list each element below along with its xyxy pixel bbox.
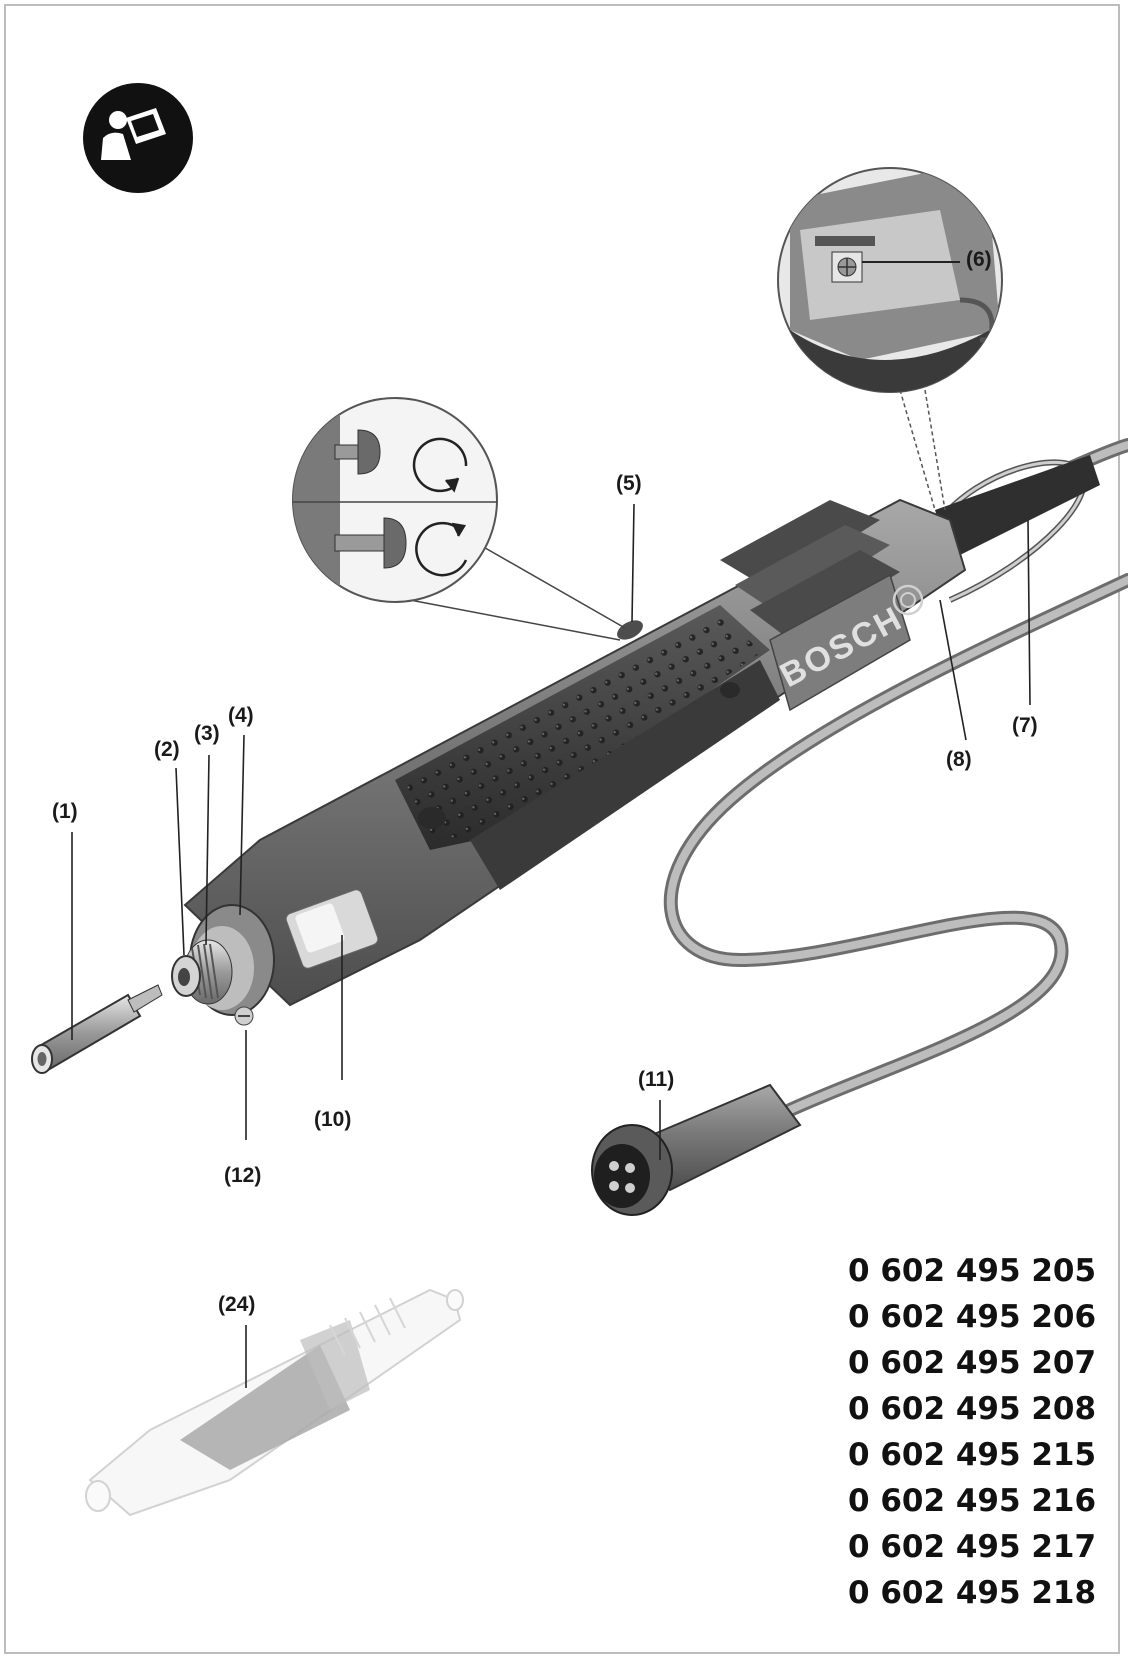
rear-detail-inset <box>777 167 1003 511</box>
callout-3: (3) <box>194 722 220 745</box>
callout-8: (8) <box>946 748 972 771</box>
callout-7: (7) <box>1012 714 1038 737</box>
part-number: 0 602 495 216 <box>848 1483 1097 1519</box>
part-number: 0 602 495 208 <box>848 1391 1097 1427</box>
callout-11: (11) <box>638 1068 675 1091</box>
cable-strain-relief <box>935 455 1100 560</box>
part-number: 0 602 495 207 <box>848 1345 1097 1381</box>
callout-24: (24) <box>218 1293 256 1316</box>
callout-leader-lines <box>71 503 1031 1388</box>
socket-bit <box>31 984 163 1074</box>
callout-4: (4) <box>228 704 254 727</box>
callout-12: (12) <box>224 1164 262 1187</box>
rear-ribs <box>720 500 900 640</box>
tool-with-protective-cover <box>85 1288 464 1517</box>
part-number: 0 602 495 206 <box>848 1299 1097 1335</box>
rotation-detail-inset <box>292 397 626 641</box>
part-number: 0 602 495 205 <box>848 1253 1097 1289</box>
part-number-list: 0 602 495 205 0 602 495 206 0 602 495 20… <box>848 1248 1118 1616</box>
callout-5: (5) <box>616 472 642 495</box>
callout-2: (2) <box>154 738 180 761</box>
plug-connector <box>591 1083 802 1216</box>
callout-1: (1) <box>52 800 78 823</box>
part-number: 0 602 495 215 <box>848 1437 1097 1473</box>
part-number: 0 602 495 218 <box>848 1575 1097 1611</box>
part-number: 0 602 495 217 <box>848 1529 1097 1565</box>
page-border <box>4 4 1120 1654</box>
callout-10: (10) <box>314 1108 352 1131</box>
clockwise-arrow-icon <box>412 437 468 493</box>
counterclockwise-arrow-icon <box>415 521 468 577</box>
callout-6: (6) <box>966 248 992 271</box>
read-manual-icon <box>83 83 193 193</box>
tool-housing <box>183 498 967 1007</box>
tool-nose <box>171 904 275 1026</box>
